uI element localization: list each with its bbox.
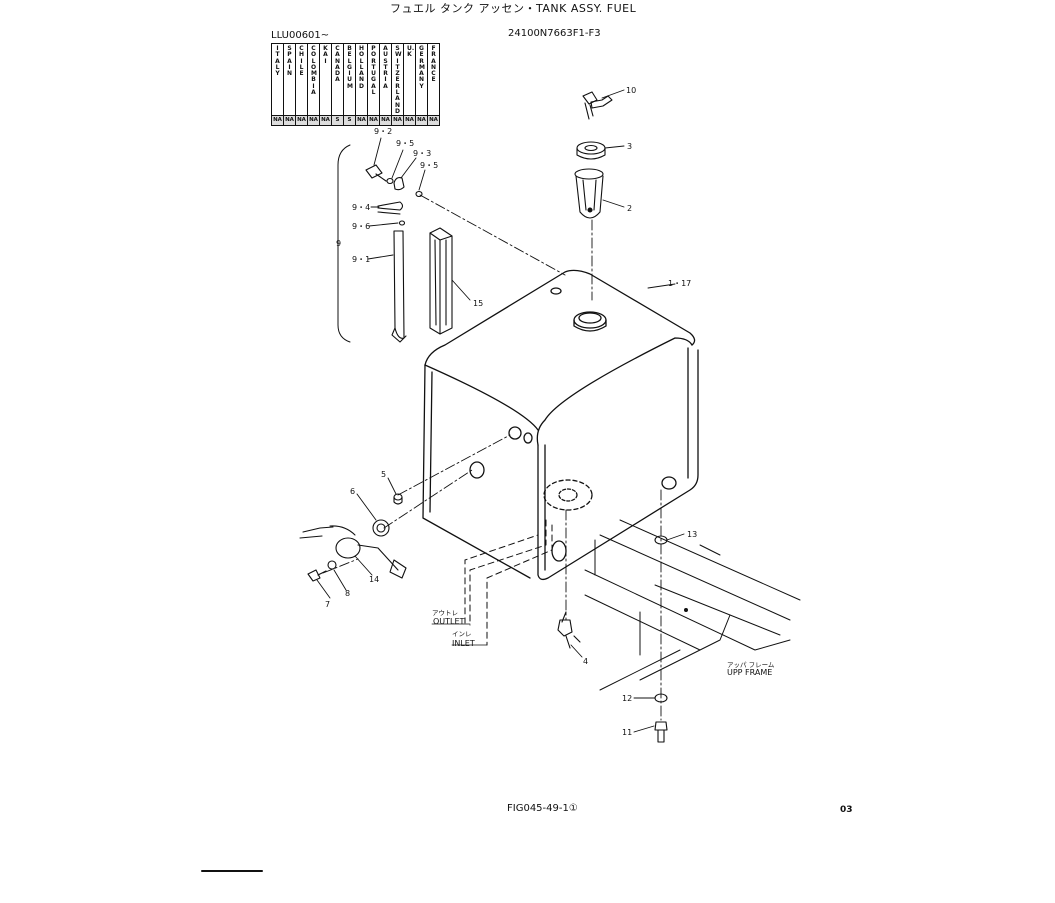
outlet-label: OUTLET (433, 617, 465, 626)
inlet-label: INLET (452, 639, 475, 648)
callout-1-17: 1・17 (668, 279, 691, 288)
callout-9-1: 9・1 (352, 255, 370, 264)
callout-6: 6 (350, 487, 355, 496)
callout-11: 11 (622, 728, 632, 737)
fuel-tank (422, 269, 699, 581)
country-cell: SWITZER LAND (391, 42, 404, 117)
serial-range: LLU00601~ (271, 30, 330, 41)
country-codes-row: NA NA NA NA NA S S NA NA NA NA NA NA NA (271, 115, 440, 127)
country-cell: SPAIN (283, 42, 296, 117)
figure-reference: FIG045-49-1① (507, 803, 578, 814)
callout-leaders (316, 89, 685, 733)
callout-10: 10 (626, 86, 636, 95)
callout-9-5b: 9・5 (420, 161, 438, 170)
callout-7: 7 (325, 600, 330, 609)
callout-labels: 10 3 2 1・17 9・2 9・5 9・3 9・5 9・4 9・6 9 9・… (325, 86, 775, 737)
callout-12: 12 (622, 694, 632, 703)
upper-frame (584, 519, 801, 691)
pipe-leaders (431, 623, 488, 646)
callout-9: 9 (336, 239, 341, 248)
callout-9-4: 9・4 (352, 203, 370, 212)
gauge-guard-part-15 (429, 227, 453, 335)
callout-9-3: 9・3 (413, 149, 431, 158)
sender-unit-parts (299, 493, 407, 582)
country-cell: KAI (319, 42, 332, 117)
drain-cock-part-4 (557, 611, 581, 649)
strainer-part-2 (574, 168, 604, 219)
callout-2: 2 (627, 204, 632, 213)
frame-label: UPP FRAME (727, 668, 772, 677)
callout-4: 4 (583, 657, 588, 666)
level-gauge-group-9 (365, 164, 423, 343)
code-cell: NA (427, 115, 440, 127)
callout-13: 13 (687, 530, 697, 539)
callout-3: 3 (627, 142, 632, 151)
part-11-bolt (654, 721, 668, 743)
diagram-title: フュエル タンク アッセン・TANK ASSY. FUEL (390, 2, 637, 15)
part-number: 24100N7663F1-F3 (508, 28, 601, 39)
callout-9-2: 9・2 (374, 127, 392, 136)
callout-9-5a: 9・5 (396, 139, 414, 148)
fuel-cap-part-3 (576, 141, 606, 160)
outlet-jp-label: アウトレ (432, 609, 458, 617)
frame-jp-label: アッパ フレーム (727, 661, 775, 669)
country-applicability-table: ITALY SPAIN CHILE COLOMBIA KAI CANADA BE… (271, 42, 440, 127)
key-part-10 (582, 91, 613, 120)
country-cell: FRANCE (427, 42, 440, 117)
callout-9-6: 9・6 (352, 222, 370, 231)
dash-dot-centerlines (322, 194, 662, 721)
callout-15: 15 (473, 299, 483, 308)
page-code: 03 (840, 805, 853, 815)
callout-14: 14 (369, 575, 379, 584)
callout-8: 8 (345, 589, 350, 598)
country-cell: ITALY (271, 42, 284, 117)
fuel-pipes (464, 509, 553, 646)
callout-5: 5 (381, 470, 386, 479)
inlet-jp-label: インレ (452, 630, 472, 638)
country-names-row: ITALY SPAIN CHILE COLOMBIA KAI CANADA BE… (271, 42, 440, 117)
group-9-bracket (337, 144, 351, 343)
